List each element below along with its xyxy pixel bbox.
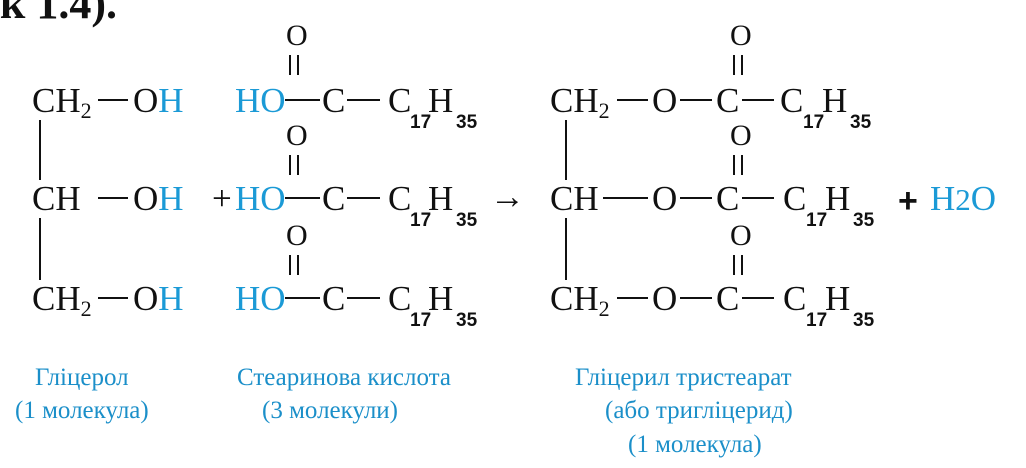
carbonyl-carbon: C: [322, 279, 345, 318]
triglyceride-structure: CH2 O O C C 17 H 35 CH O O C C 17 H 35 C…: [550, 19, 875, 331]
svg-text:C: C: [783, 279, 806, 318]
plus-sign-water: +: [898, 182, 918, 220]
svg-text:35: 35: [456, 210, 478, 231]
svg-text:H: H: [822, 81, 847, 120]
carbonyl-oxygen: O: [286, 19, 308, 52]
svg-text:17: 17: [803, 112, 824, 133]
caption-stearic-acid-count: (3 молекули): [262, 397, 398, 424]
carbonyl-oxygen: O: [286, 119, 308, 152]
svg-text:H: H: [428, 179, 453, 218]
carbonyl-carbon: C: [716, 279, 739, 318]
glycerol-ch2-bottom: CH2: [32, 279, 92, 321]
carbonyl-carbon: C: [322, 179, 345, 218]
alkyl-chain: C: [388, 81, 411, 120]
stearic-acid-structure: O HO C C 17 H 35 O HO C C 17 H 35 O HO C…: [235, 19, 478, 331]
caption-glycerol-count: (1 молекула): [15, 397, 149, 424]
caption-product-count: (1 молекула): [628, 431, 762, 458]
carbonyl-oxygen: O: [730, 19, 752, 52]
acid-ho: HO: [235, 179, 286, 218]
plus-sign: +: [212, 179, 232, 218]
carbonyl-carbon: C: [716, 81, 739, 120]
svg-text:17: 17: [410, 310, 431, 331]
svg-text:17: 17: [806, 310, 827, 331]
svg-text:H: H: [428, 81, 453, 120]
caption-glycerol: Гліцерол: [35, 364, 129, 391]
acid-ho: HO: [235, 279, 286, 318]
svg-text:H: H: [825, 179, 850, 218]
top-text-fragment: к 1.4).: [0, 0, 118, 28]
svg-text:C: C: [780, 81, 803, 120]
svg-text:17: 17: [410, 112, 431, 133]
carbonyl-carbon: C: [322, 81, 345, 120]
svg-text:35: 35: [456, 112, 478, 133]
product-ch-middle: CH: [550, 179, 599, 218]
svg-text:17: 17: [410, 210, 431, 231]
svg-text:35: 35: [456, 310, 478, 331]
svg-text:H: H: [825, 279, 850, 318]
alkyl-chain: C: [388, 279, 411, 318]
carbonyl-carbon: C: [716, 179, 739, 218]
glycerol-structure: CH2 OH CH OH CH2 OH: [32, 81, 184, 321]
glycerol-ch-middle: CH: [32, 179, 81, 218]
svg-text:17: 17: [806, 210, 827, 231]
svg-text:35: 35: [853, 310, 875, 331]
product-ch2-bottom: CH2: [550, 279, 610, 321]
caption-product: Гліцерил тристеарат: [575, 364, 792, 391]
svg-text:35: 35: [853, 210, 875, 231]
caption-product-alt: (або тригліцерид): [605, 397, 793, 424]
carbonyl-oxygen: O: [730, 219, 752, 252]
ester-oxygen: O: [652, 279, 677, 318]
glycerol-oh-top: OH: [133, 81, 184, 120]
carbonyl-oxygen: O: [730, 119, 752, 152]
carbonyl-oxygen: O: [286, 219, 308, 252]
glycerol-oh-middle: OH: [133, 179, 184, 218]
ester-oxygen: O: [652, 81, 677, 120]
reaction-arrow: →: [490, 177, 525, 216]
caption-stearic-acid: Стеаринова кислота: [237, 364, 451, 391]
alkyl-chain: C: [388, 179, 411, 218]
svg-text:35: 35: [850, 112, 872, 133]
glycerol-oh-bottom: OH: [133, 279, 184, 318]
svg-text:C: C: [783, 179, 806, 218]
svg-text:H: H: [428, 279, 453, 318]
product-ch2-top: CH2: [550, 81, 610, 123]
glycerol-ch2-top: CH2: [32, 81, 92, 123]
water-molecule: H2O: [930, 179, 996, 218]
ester-oxygen: O: [652, 179, 677, 218]
acid-ho: HO: [235, 81, 286, 120]
